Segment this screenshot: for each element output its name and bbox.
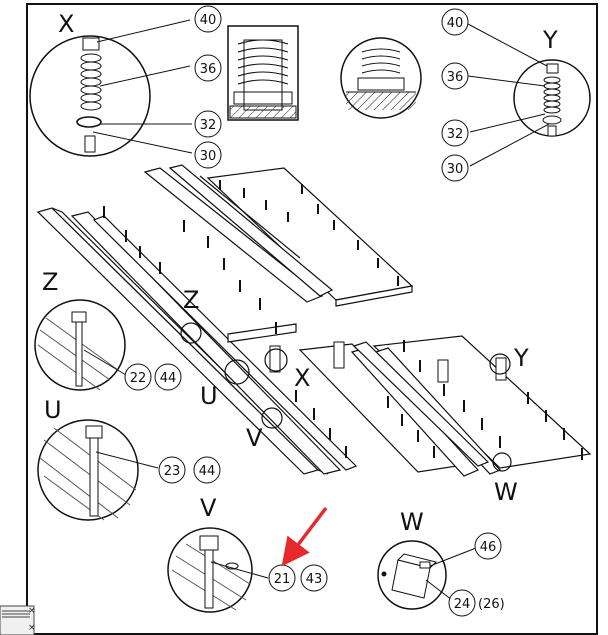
- callout-x-40: 40: [200, 13, 217, 28]
- detail-x: X 40 36 32 30: [29, 5, 222, 169]
- main-letter-w: W: [494, 478, 518, 506]
- detail-markers: [180, 322, 512, 472]
- callout-w-46: 46: [480, 540, 497, 555]
- callout-y-30: 30: [447, 162, 464, 177]
- main-assembly: [36, 164, 592, 477]
- callout-x-36: 36: [200, 62, 217, 77]
- callout-y-40: 40: [447, 16, 464, 31]
- detail-z: Z 22 44: [34, 268, 182, 391]
- callout-y-36: 36: [447, 70, 464, 85]
- detail-y: Y 40 36 32 30: [441, 8, 591, 182]
- detail-x-letter: X: [58, 10, 74, 38]
- callout-w-26: (26): [478, 597, 505, 612]
- callout-u-44: 44: [199, 464, 216, 479]
- detail-w-letter: W: [400, 508, 424, 536]
- disc-spring-stack-icon: [76, 53, 102, 153]
- callout-v-21: 21: [274, 572, 291, 587]
- detail-y-letter: Y: [542, 26, 558, 54]
- callout-w-24: 24: [454, 597, 471, 612]
- main-letter-z: Z: [183, 286, 199, 314]
- callout-z-22: 22: [130, 371, 147, 386]
- detail-v: V 21 43: [167, 494, 328, 613]
- detail-u-letter: U: [44, 396, 62, 424]
- callout-v-43: 43: [306, 572, 323, 587]
- main-letter-y: Y: [513, 344, 529, 372]
- callout-u-23: 23: [164, 464, 181, 479]
- page-frame: [26, 3, 598, 635]
- highlight-arrow: [281, 506, 328, 567]
- callout-z-44: 44: [160, 371, 177, 386]
- detail-z-letter: Z: [42, 268, 58, 296]
- callout-x-32: 32: [200, 118, 217, 133]
- coil-springs: [269, 341, 507, 383]
- detail-v-letter: V: [200, 494, 217, 522]
- detail-w: W 46 24 (26): [377, 508, 505, 617]
- svg-text:×: ×: [28, 606, 36, 616]
- svg-text:×: ×: [28, 623, 36, 633]
- spring-section-circle: [340, 37, 422, 119]
- main-letter-u: U: [200, 382, 218, 410]
- window-fragment: × ×: [0, 605, 36, 635]
- spring-section-box: [227, 25, 299, 121]
- detail-u: U 23 44: [37, 396, 221, 521]
- callout-x-30: 30: [200, 149, 217, 164]
- callout-y-32: 32: [447, 127, 464, 142]
- main-letter-x: X: [294, 364, 310, 392]
- main-letter-v: V: [246, 424, 263, 452]
- rail-pins: [103, 180, 583, 460]
